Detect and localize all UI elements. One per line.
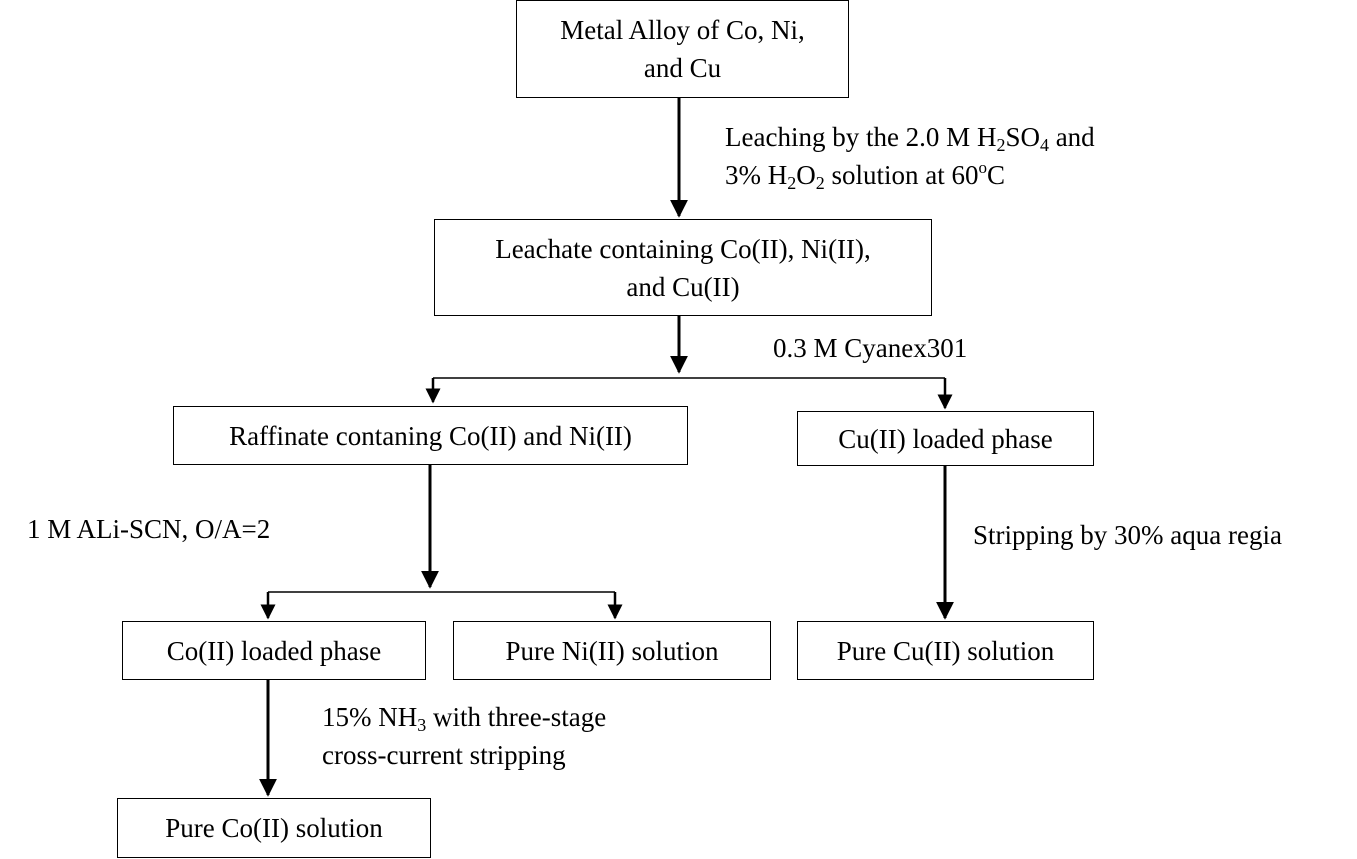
edge-label-leaching: Leaching by the 2.0 M H2SO4 and 3% H2O2 … bbox=[725, 118, 1095, 194]
node-co-loaded-phase: Co(II) loaded phase bbox=[122, 621, 426, 680]
edge-label-nh3-line1: 15% NH3 with three-stage bbox=[322, 702, 607, 735]
edge-label-ali-scn: 1 M ALi-SCN, O/A=2 bbox=[27, 514, 271, 544]
edge-label-leaching-line1: Leaching by the 2.0 M H2SO4 and bbox=[725, 122, 1095, 155]
node-raffinate-text: Raffinate contaning Co(II) and Ni(II) bbox=[229, 420, 632, 451]
node-metal-alloy-line1: Metal Alloy of Co, Ni, bbox=[560, 15, 805, 45]
edge-label-nh3-line2: cross-current stripping bbox=[322, 740, 566, 770]
edge-label-leaching-line2: 3% H2O2 solution at 60oC bbox=[725, 158, 1006, 193]
node-raffinate: Raffinate contaning Co(II) and Ni(II) bbox=[173, 406, 688, 465]
node-pure-ni-solution: Pure Ni(II) solution bbox=[453, 621, 771, 680]
node-pure-cu-solution: Pure Cu(II) solution bbox=[797, 621, 1094, 680]
node-leachate-line1: Leachate containing Co(II), Ni(II), bbox=[495, 233, 871, 264]
node-leachate: Leachate containing Co(II), Ni(II), and … bbox=[434, 219, 932, 316]
edge-label-aqua-regia: Stripping by 30% aqua regia bbox=[973, 520, 1282, 550]
node-pure-cu-solution-text: Pure Cu(II) solution bbox=[836, 635, 1055, 666]
node-metal-alloy-line2: and Cu bbox=[643, 53, 722, 83]
node-pure-co-solution: Pure Co(II) solution bbox=[117, 798, 431, 858]
node-cu-loaded-phase-text: Cu(II) loaded phase bbox=[838, 423, 1053, 454]
node-co-loaded-phase-text: Co(II) loaded phase bbox=[166, 635, 382, 666]
node-leachate-line2: and Cu(II) bbox=[626, 271, 740, 302]
node-pure-ni-solution-text: Pure Ni(II) solution bbox=[505, 635, 719, 666]
node-cu-loaded-phase: Cu(II) loaded phase bbox=[797, 411, 1094, 466]
edge-label-cyanex: 0.3 M Cyanex301 bbox=[773, 333, 968, 363]
node-pure-co-solution-text: Pure Co(II) solution bbox=[165, 813, 383, 843]
node-metal-alloy: Metal Alloy of Co, Ni, and Cu bbox=[516, 0, 849, 98]
edge-label-nh3: 15% NH3 with three-stage cross-current s… bbox=[322, 698, 606, 774]
